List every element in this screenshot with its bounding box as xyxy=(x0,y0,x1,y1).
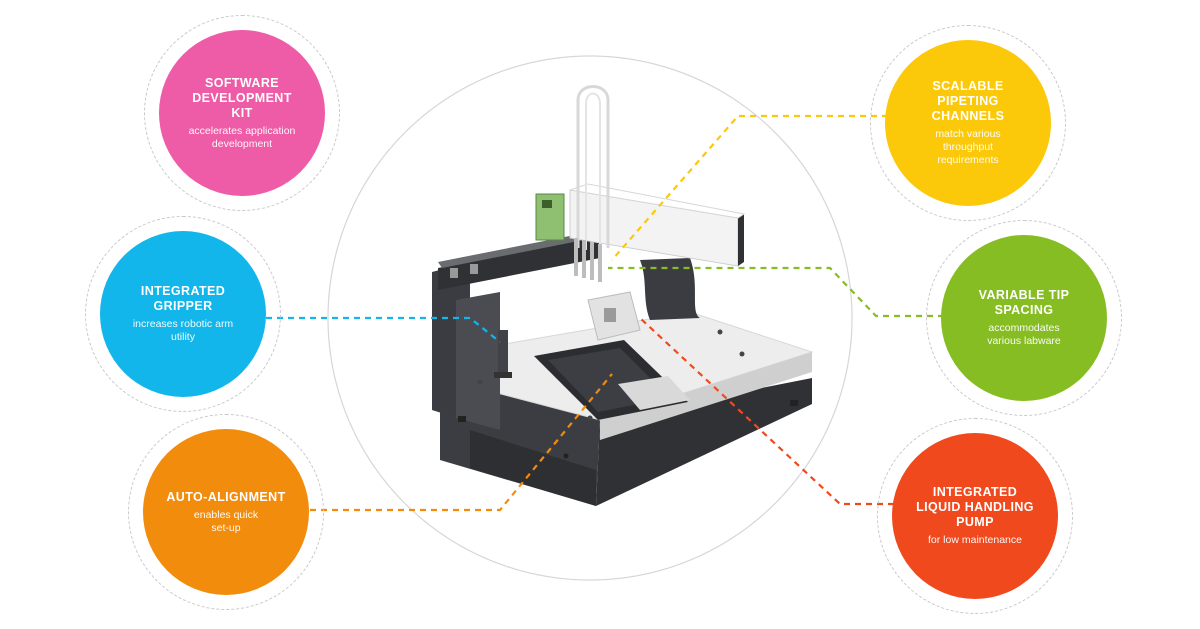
feature-description: for low maintenance xyxy=(928,534,1022,546)
feature-title: INTEGRATED LIQUID HANDLING PUMP xyxy=(916,485,1034,529)
feature-variable-tip-spacing: VARIABLE TIP SPACING accommodates variou… xyxy=(941,235,1107,401)
feature-description: accommodates various labware xyxy=(987,322,1061,347)
feature-integrated-gripper: INTEGRATED GRIPPER increases robotic arm… xyxy=(100,231,266,397)
feature-description: increases robotic arm utility xyxy=(132,318,234,343)
leader-lines xyxy=(266,114,944,512)
ring-sdk xyxy=(144,15,340,211)
feature-description: accelerates application development xyxy=(188,124,296,150)
feature-auto-alignment: AUTO-ALIGNMENT enables quick set-up xyxy=(143,429,309,595)
gripper-tool xyxy=(498,330,508,376)
feature-title: INTEGRATED GRIPPER xyxy=(140,284,226,313)
feature-description: match various throughput requirements xyxy=(935,128,1001,166)
leader-spacing xyxy=(608,266,944,318)
liquid-handler-robot xyxy=(432,85,814,506)
feature-title: AUTO-ALIGNMENT xyxy=(166,489,286,504)
feature-title: SOFTWARE DEVELOPMENT KIT xyxy=(192,75,292,120)
feature-software-development-kit: SOFTWARE DEVELOPMENT KIT accelerates app… xyxy=(159,30,325,196)
feature-title: VARIABLE TIP SPACING xyxy=(978,288,1070,317)
ring-spacing xyxy=(926,220,1122,416)
tubing xyxy=(576,85,610,248)
background-ring xyxy=(327,55,853,581)
feature-scalable-pipeting-channels: SCALABLE PIPETING CHANNELS match various… xyxy=(885,40,1051,206)
leader-gripper xyxy=(266,316,501,343)
rear-arch xyxy=(640,258,700,320)
gantry-rail xyxy=(438,236,600,290)
ring-alignment xyxy=(128,414,324,610)
ring-pump xyxy=(877,418,1073,614)
leader-pump xyxy=(639,317,894,506)
feature-description: enables quick set-up xyxy=(193,508,259,534)
feature-integrated-liquid-handling-pump: INTEGRATED LIQUID HANDLING PUMP for low … xyxy=(892,433,1058,599)
ring-channels xyxy=(870,25,1066,221)
ring-gripper xyxy=(85,216,281,412)
leader-alignment xyxy=(310,373,613,512)
feature-title: SCALABLE PIPETING CHANNELS xyxy=(931,79,1005,123)
leader-channels xyxy=(611,114,888,261)
